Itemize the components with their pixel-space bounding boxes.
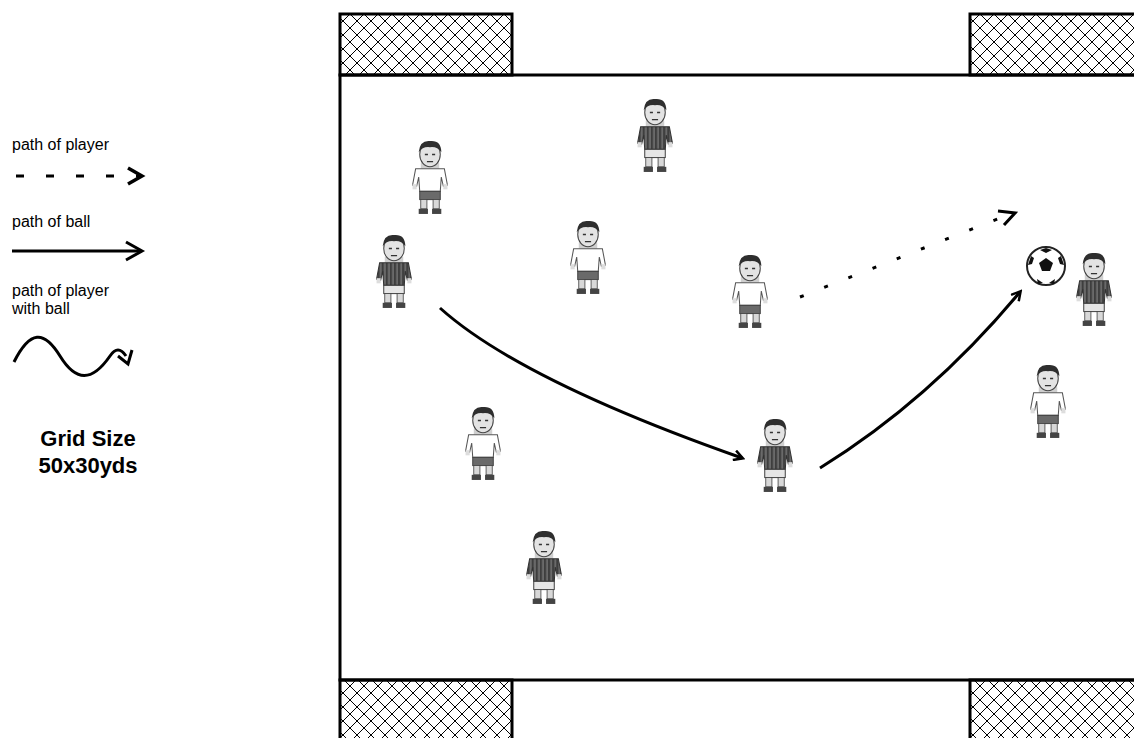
grid-size-label: Grid Size 50x30yds	[18, 425, 158, 479]
player-path	[800, 214, 1010, 297]
legend-text: path of player with ball	[12, 282, 137, 318]
goal	[340, 14, 1134, 738]
player	[377, 99, 1112, 604]
pitch-outline	[340, 75, 1134, 680]
legend-text: path of player	[12, 136, 137, 154]
legend-text: path of ball	[12, 213, 137, 231]
soccer-ball	[1027, 247, 1065, 285]
legend-sample	[12, 168, 142, 376]
player-path-head	[998, 211, 1015, 225]
ball-path	[820, 292, 1020, 468]
